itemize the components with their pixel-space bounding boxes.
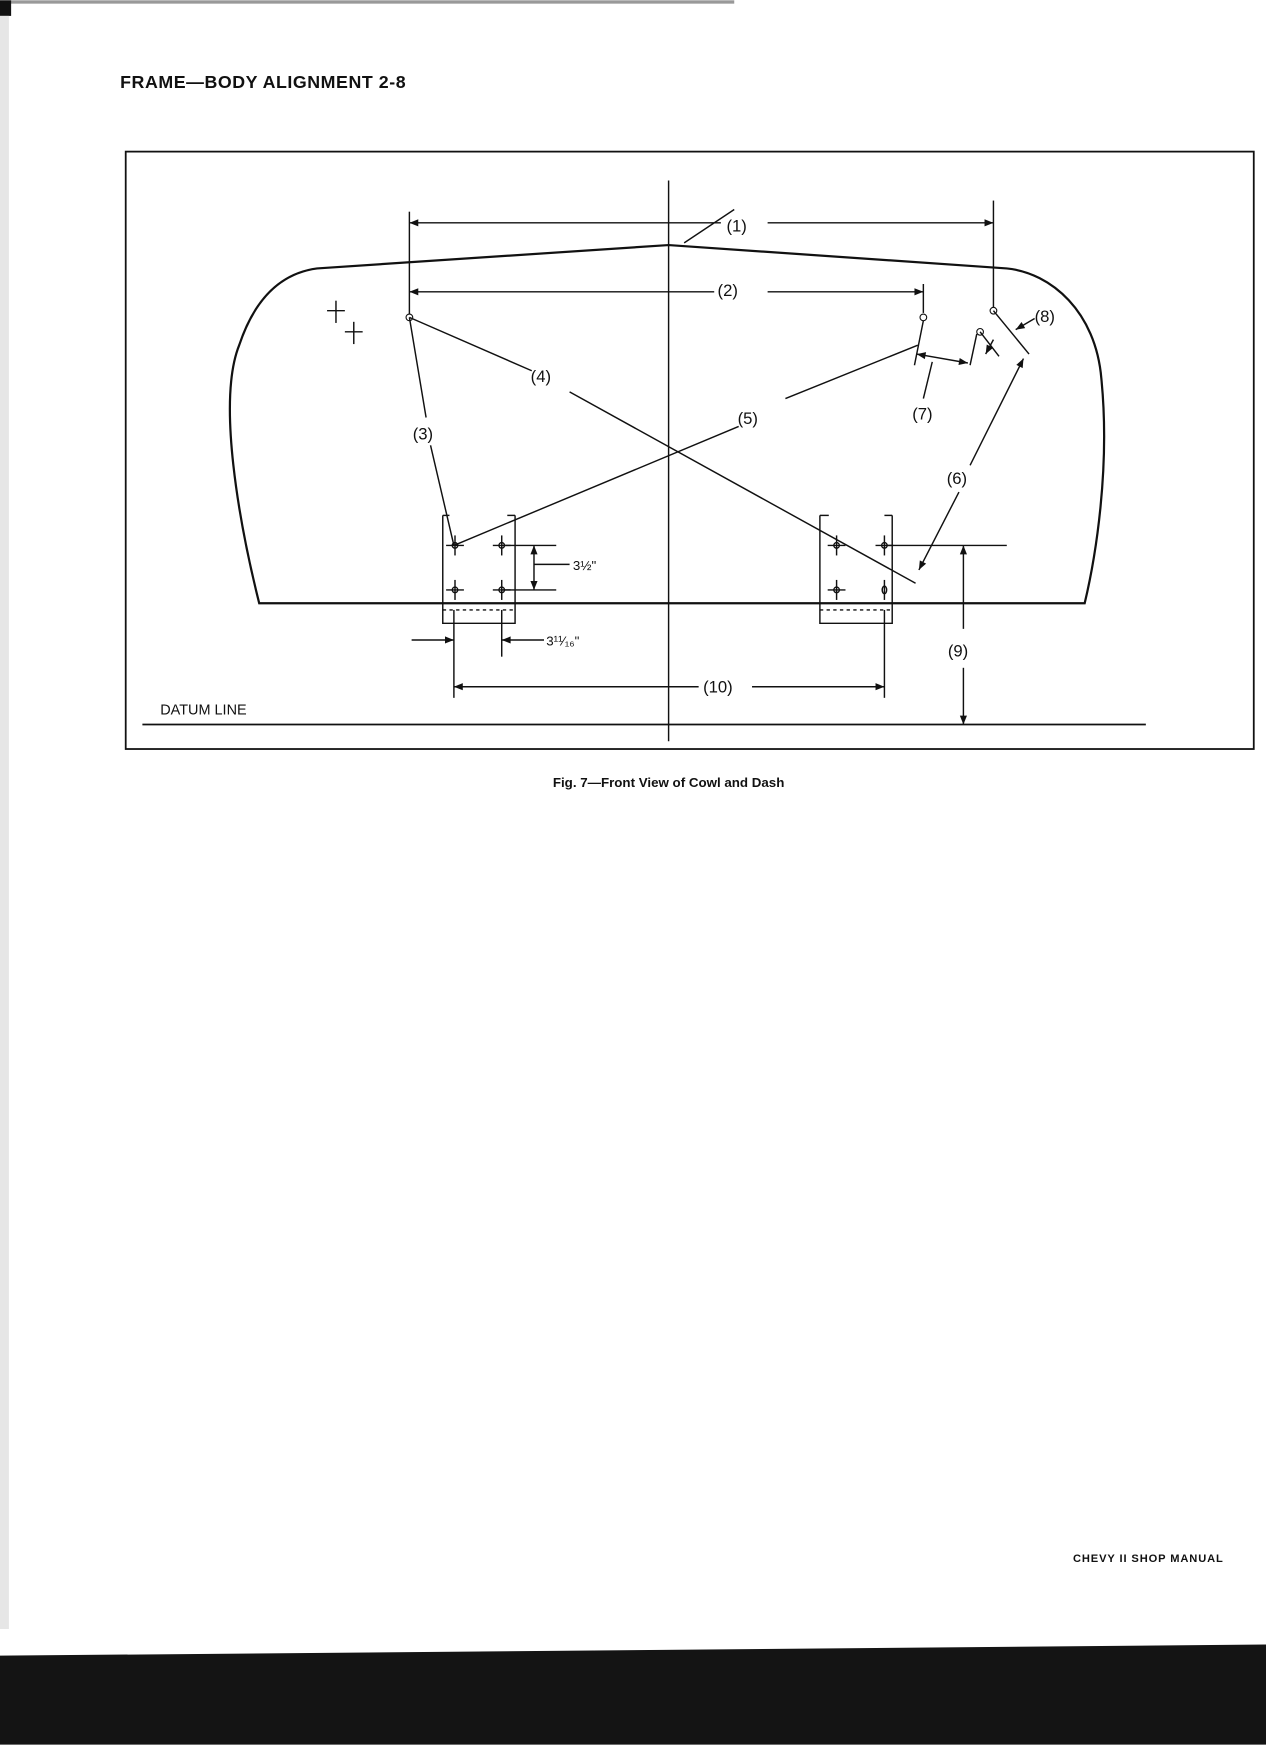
dimension-6-line [918, 491, 960, 571]
leader-line [683, 208, 735, 244]
left-bracket [442, 514, 516, 625]
dimension-label-4: (4) [531, 367, 551, 386]
dimension-6-line [969, 358, 1025, 466]
leader-line [922, 361, 933, 399]
crosshair-icon [327, 300, 363, 345]
dimension-label-1: (1) [726, 217, 746, 236]
figure-frame [124, 150, 1255, 750]
reference-hole [919, 313, 928, 322]
dimension-3-line [429, 445, 455, 546]
bolt-hole-icon [446, 535, 511, 600]
scan-bottom-band [0, 1644, 1266, 1745]
dimension-5-line [453, 425, 739, 547]
dimension-label-7: (7) [912, 405, 932, 424]
dimension-5-line [785, 344, 919, 400]
dimension-4-line [409, 316, 533, 372]
dimension-label-9: (9) [948, 642, 968, 661]
figure-caption: Fig. 7—Front View of Cowl and Dash [553, 775, 785, 790]
dimension-label-8: (8) [1035, 307, 1055, 326]
dimension-3-line [408, 317, 427, 418]
hole-spacing-horizontal-label: 3¹¹⁄₁₆" [546, 634, 579, 649]
dimension-7-line [916, 352, 968, 365]
extension-line [913, 320, 925, 366]
dimension-label-2: (2) [718, 281, 738, 300]
dimension-label-3: (3) [413, 425, 433, 444]
extension-line [979, 331, 1000, 357]
page-footer: CHEVY II SHOP MANUAL [1073, 1553, 1224, 1565]
dimension-8-line [1015, 317, 1035, 331]
datum-line-label: DATUM LINE [160, 703, 247, 719]
scan-corner [0, 0, 12, 16]
cowl-outline [228, 243, 1106, 605]
hole-spacing-vertical-label: 3½" [573, 558, 597, 573]
dimension-label-10: (10) [703, 677, 733, 696]
dimension-label-6: (6) [947, 469, 967, 488]
page-header: FRAME—BODY ALIGNMENT 2-8 [120, 72, 406, 92]
dimension-8-line [985, 339, 995, 355]
extension-line [992, 310, 1030, 355]
extension-line [969, 333, 978, 366]
dimension-4-line [569, 391, 916, 584]
right-bracket [819, 514, 893, 625]
scan-top-edge [0, 0, 735, 4]
dimension-label-5: (5) [738, 409, 758, 428]
bolt-hole-icon [827, 535, 894, 600]
scan-left-edge [0, 15, 9, 1629]
